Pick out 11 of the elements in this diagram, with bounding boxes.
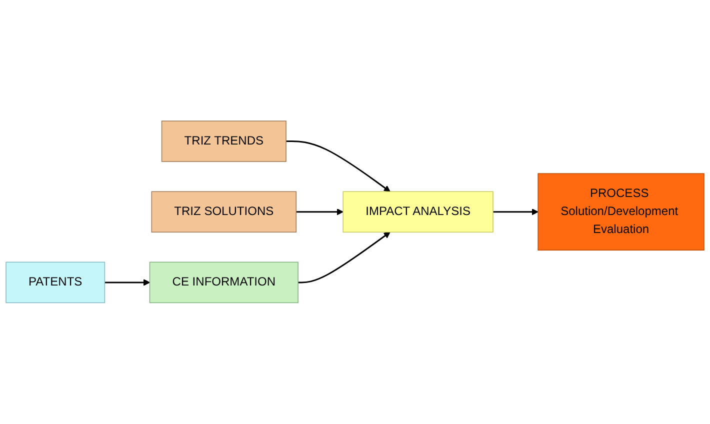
arrow	[104, 279, 150, 286]
arrow	[493, 208, 538, 216]
node-box: TRIZ TRENDS	[161, 120, 286, 162]
node-box: IMPACT ANALYSIS	[342, 191, 494, 233]
arrow	[286, 140, 390, 192]
node-box: PATENTS	[6, 262, 106, 304]
arrow	[296, 208, 344, 216]
node-box: PROCESS Solution/Development Evaluation	[538, 173, 704, 251]
node-box: TRIZ SOLUTIONS	[151, 191, 297, 233]
node-box: CE INFORMATION	[149, 262, 298, 304]
arrow	[298, 232, 390, 284]
